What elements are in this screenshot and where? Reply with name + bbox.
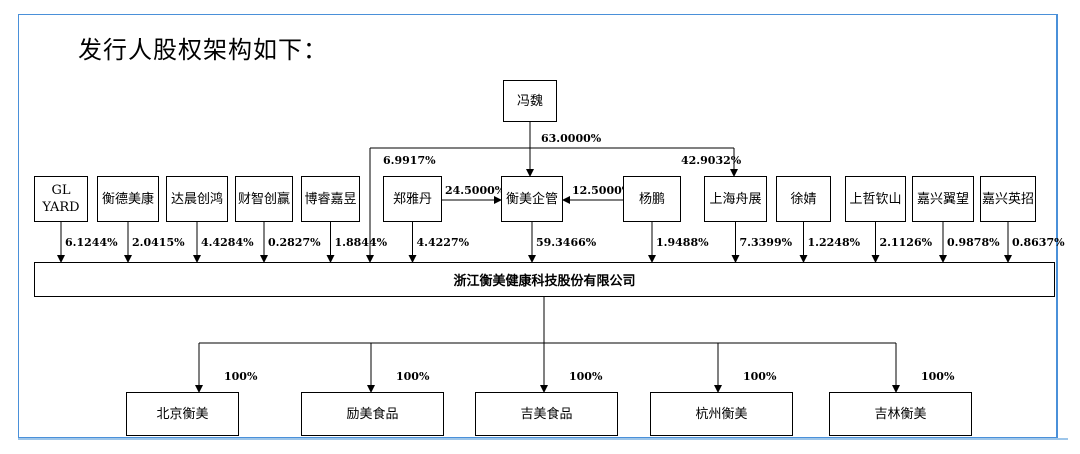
shareholder-box: 杨鹏 xyxy=(623,176,681,222)
subsidiary-name: 吉林衡美 xyxy=(874,406,927,422)
subsidiary-name: 吉美食品 xyxy=(520,406,573,422)
shareholder-name: 冯魏 xyxy=(516,93,543,109)
shareholder-name: 衡德美康 xyxy=(101,191,154,207)
company-name: 浙江衡美健康科技股份有限公司 xyxy=(453,274,636,289)
shareholder-name: 杨鹏 xyxy=(638,191,665,207)
shareholder-name: 达晨创鸿 xyxy=(170,191,223,207)
subsidiary-box: 励美食品 xyxy=(301,392,444,436)
shareholder-box-feng-wei: 冯魏 xyxy=(503,80,557,122)
shareholder-name: GL YARD xyxy=(42,183,80,215)
shareholder-box: 徐婧 xyxy=(776,176,831,222)
zheng-to-mid-pct: 24.5000% xyxy=(445,184,506,197)
shareholder-pct: 2.1126% xyxy=(879,236,933,249)
subsidiary-pct: 100% xyxy=(921,370,955,383)
feng-to-shanghai-pct: 42.9032% xyxy=(681,154,742,167)
shareholder-pct: 7.3399% xyxy=(739,236,793,249)
subsidiary-box: 杭州衡美 xyxy=(650,392,793,436)
shareholder-box: 嘉兴翼望 xyxy=(912,176,974,222)
shareholder-box: GL YARD xyxy=(34,176,88,222)
page-heading: 发行人股权架构如下： xyxy=(78,36,328,64)
subsidiary-name: 杭州衡美 xyxy=(695,406,748,422)
shareholder-pct: 6.1244% xyxy=(65,236,118,249)
subsidiary-box: 吉美食品 xyxy=(475,392,618,436)
shareholder-name: 上哲钦山 xyxy=(849,191,902,207)
subsidiary-pct: 100% xyxy=(396,370,430,383)
shareholder-box: 郑雅丹 xyxy=(383,176,442,222)
subsidiary-name: 励美食品 xyxy=(346,406,399,422)
shareholder-pct: 59.3466% xyxy=(536,236,597,249)
shareholder-name: 郑雅丹 xyxy=(392,191,432,207)
issuer-company-box: 浙江衡美健康科技股份有限公司 xyxy=(34,262,1055,297)
shareholder-box: 衡美企管 xyxy=(501,176,563,222)
shareholder-box: 嘉兴英招 xyxy=(980,176,1036,222)
shareholder-box: 上海舟展 xyxy=(704,176,767,222)
shareholder-name: 财智创赢 xyxy=(237,191,290,207)
shareholder-pct: 0.2827% xyxy=(268,236,321,249)
shareholder-pct: 1.2248% xyxy=(807,236,861,249)
shareholder-name: 衡美企管 xyxy=(505,191,558,207)
shareholder-pct: 4.4227% xyxy=(416,236,470,249)
subsidiary-name: 北京衡美 xyxy=(156,406,209,422)
yang-to-mid-pct: 12.5000% xyxy=(572,184,633,197)
shareholder-box: 财智创赢 xyxy=(235,176,293,222)
shareholder-name: 博睿嘉昱 xyxy=(304,191,357,207)
shareholder-pct: 2.0415% xyxy=(132,236,185,249)
subsidiary-pct: 100% xyxy=(224,370,258,383)
shareholder-box: 博睿嘉昱 xyxy=(301,176,360,222)
subsidiary-pct: 100% xyxy=(743,370,777,383)
shareholder-name: 嘉兴英招 xyxy=(981,191,1034,207)
shareholder-box: 达晨创鸿 xyxy=(166,176,228,222)
shareholder-name: 上海舟展 xyxy=(709,191,762,207)
zheng-extra-pct: 6.9917% xyxy=(383,154,436,167)
subsidiary-box: 吉林衡美 xyxy=(829,392,972,436)
shareholder-pct: 1.8844% xyxy=(334,236,388,249)
shareholder-pct: 0.9878% xyxy=(947,236,1000,249)
shareholder-name: 徐婧 xyxy=(790,191,817,207)
feng-to-mid-pct: 63.0000% xyxy=(541,132,602,145)
shareholder-pct: 1.9488% xyxy=(656,236,709,249)
shareholder-pct: 0.8637% xyxy=(1012,236,1065,249)
shareholder-box: 衡德美康 xyxy=(97,176,159,222)
document-frame xyxy=(18,14,1058,438)
subsidiary-box: 北京衡美 xyxy=(126,392,239,436)
shareholder-box: 上哲钦山 xyxy=(845,176,906,222)
subsidiary-pct: 100% xyxy=(569,370,603,383)
shareholder-name: 嘉兴翼望 xyxy=(916,191,969,207)
frame-bottom-border xyxy=(18,438,1068,440)
shareholder-pct: 4.4284% xyxy=(201,236,254,249)
